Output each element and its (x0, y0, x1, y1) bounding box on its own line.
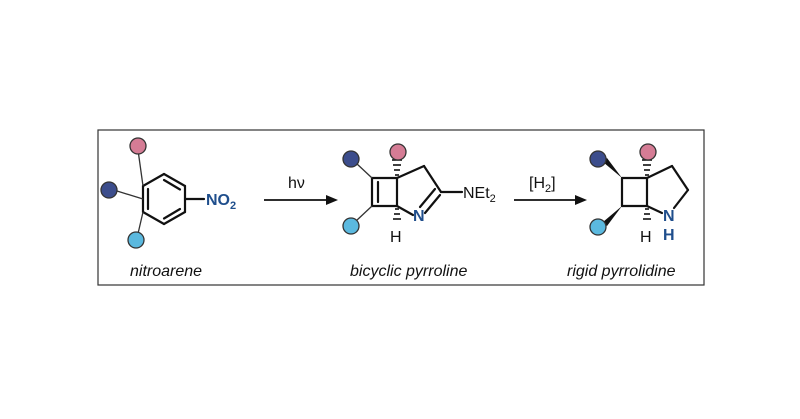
cyan-substituent-icon (342, 217, 360, 235)
pyrroline-h-label: H (390, 229, 402, 246)
diethylamino-label: NEt2 (463, 185, 496, 205)
nitroarene-molecule: NO2 (100, 137, 236, 249)
navy-substituent-icon (589, 150, 607, 168)
navy-substituent-icon (342, 150, 360, 168)
arrow-step1 (264, 195, 338, 205)
bicyclic-pyrroline-name-label: bicyclic pyrroline (350, 263, 467, 280)
pink-substituent-icon (639, 143, 657, 161)
pink-substituent-icon (389, 143, 407, 161)
imine-nitrogen-label: N (413, 208, 425, 225)
arrow-step1-label: hν (288, 175, 305, 192)
bicyclic-pyrroline-molecule: N H NEt2 (342, 143, 496, 246)
pink-substituent-icon (129, 137, 147, 155)
cyan-substituent-icon (127, 231, 145, 249)
navy-substituent-icon (100, 181, 118, 199)
amine-hydrogen-label: H (663, 227, 675, 244)
arrow-step2-label: [H2] (529, 175, 556, 195)
rigid-pyrrolidine-name-label: rigid pyrrolidine (567, 263, 676, 280)
pyrrolidine-h-label: H (640, 229, 652, 246)
rigid-pyrrolidine-molecule: N H H (589, 143, 690, 246)
nitroarene-name-label: nitroarene (130, 263, 202, 280)
scheme-frame (97, 129, 705, 286)
nitro-group-label: NO2 (206, 192, 236, 212)
amine-nitrogen-label: N (663, 208, 675, 225)
arrow-step2 (514, 195, 587, 205)
cyan-substituent-icon (589, 218, 607, 236)
